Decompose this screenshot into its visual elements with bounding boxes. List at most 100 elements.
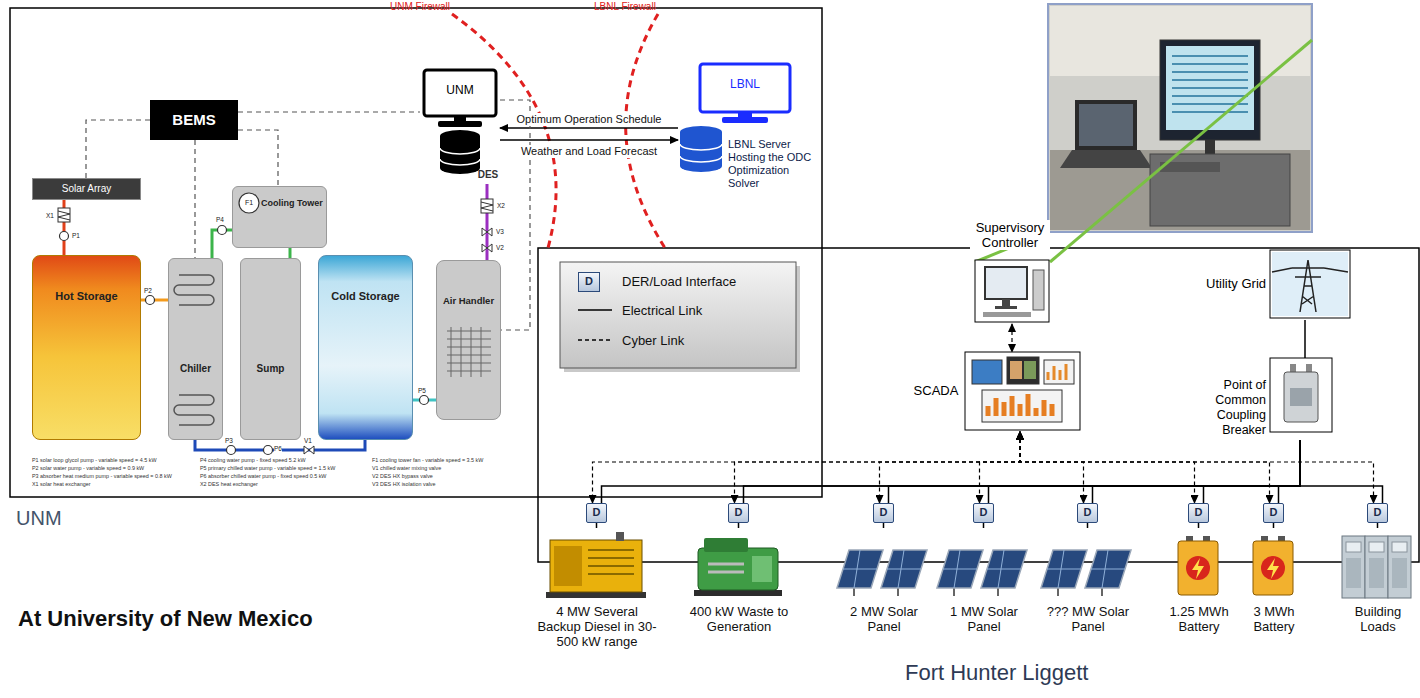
rect-shape (1044, 360, 1074, 384)
node-label: Point of Common Coupling Breaker (1170, 378, 1266, 438)
component-tag: P6 (274, 445, 282, 453)
legend-box (560, 262, 796, 368)
firewall-line (626, 14, 665, 248)
rect-shape (698, 548, 778, 590)
data-flow-arrow (500, 127, 678, 129)
equipment-note: V3 DES HX isolation valve (372, 481, 436, 487)
electrical-link (596, 523, 598, 528)
equipment-note: P3 absorber heat medium pump - variable … (32, 473, 172, 479)
component-tag: F1 (245, 199, 253, 207)
path-shape (843, 550, 877, 588)
node-label: 400 kW Waste to Generation (673, 604, 805, 634)
path-shape (708, 564, 744, 572)
component-tag: V1 (304, 437, 312, 445)
node-label: BEMS (150, 111, 238, 129)
rect-shape (965, 352, 1080, 430)
rect-shape (424, 70, 496, 116)
polygon-shape (937, 550, 983, 588)
circle-shape (420, 396, 429, 405)
component-tag: X2 (497, 202, 505, 210)
building-asset: Building Loads (1339, 528, 1417, 648)
equipment-note: P4 cooling water pump - fixed speed 5.2 … (200, 457, 305, 463)
legend-solid-sample (578, 309, 612, 311)
rect-shape (554, 546, 582, 586)
rect-shape (1079, 104, 1133, 146)
polygon-shape (881, 550, 927, 588)
electrical-link (1279, 440, 1301, 503)
rect-shape (616, 532, 624, 541)
electrical-link (1304, 320, 1306, 358)
polygon-shape (837, 550, 883, 588)
waste-asset: 400 kW Waste to Generation (673, 528, 805, 648)
electrical-link (1093, 440, 1301, 503)
node-label: 3 MWh Battery (1242, 604, 1306, 634)
supervisory-controller: Supervisory Controller (955, 220, 1065, 324)
node-label: 4 MW Several Backup Diesel in 30-500 kW … (535, 604, 659, 649)
node-label: D (874, 506, 893, 519)
server-database: LBNLLBNL Server Hosting the ODC Optimiza… (678, 62, 818, 200)
cyber-link (238, 130, 278, 186)
equipment-note: F1 cooling tower fan - variable speed = … (372, 457, 483, 463)
des-tag: DES (470, 166, 506, 184)
node-label: LBNL (700, 77, 790, 91)
rect-shape (1365, 536, 1388, 598)
node-label: D (974, 506, 993, 519)
component-tag: P2 (144, 287, 152, 295)
rect-shape (1270, 250, 1350, 318)
unm-panel (10, 8, 822, 497)
equipment-note: P2 solar water pump - variable speed = 0… (32, 465, 144, 471)
pcc-breaker: Point of Common Coupling Breaker (1170, 358, 1334, 440)
polygon-shape (1267, 558, 1279, 579)
path-shape (997, 588, 999, 596)
air-handler-unit: Air Handler (436, 260, 501, 420)
der-interface-box: D (1188, 503, 1209, 523)
computer-database: UNM (420, 66, 500, 176)
component-tag: P3 (225, 437, 233, 445)
cyber-link (1020, 432, 1270, 503)
cyber-link (1020, 432, 1084, 503)
node-label: SCADA (910, 383, 962, 399)
cyber-link (500, 100, 530, 330)
legend-text: DER/Load Interface (622, 274, 736, 289)
node-label: Cooling Tower (261, 198, 325, 209)
rect-shape (550, 540, 642, 592)
rect-shape (1284, 372, 1318, 422)
rect-shape (1388, 536, 1411, 598)
site-heading: Fort Hunter Liggett (905, 660, 1088, 686)
rect-shape (1346, 558, 1361, 588)
rect-shape (1048, 4, 1312, 232)
polygon-shape (482, 244, 492, 252)
electrical-link (983, 523, 985, 528)
rect-shape (1392, 558, 1407, 588)
node-label: D (1189, 506, 1208, 519)
path-shape (1057, 588, 1059, 596)
rect-shape (1392, 542, 1407, 552)
path-shape (853, 588, 855, 596)
cyber-link (880, 432, 1021, 503)
cyber-link (238, 111, 420, 112)
der-interface-box: D (1263, 503, 1284, 523)
equipment-note: X2 DES heat exchanger (200, 481, 258, 487)
rect-shape (1010, 361, 1022, 379)
legend-text: Electrical Link (622, 303, 702, 318)
rect-shape (983, 312, 1031, 317)
cyber-link (86, 120, 150, 178)
polygon-shape (482, 228, 492, 236)
rect-shape (1369, 558, 1384, 588)
cyber-link (1011, 324, 1012, 352)
rect-shape (694, 590, 782, 596)
rect-shape (1050, 150, 1310, 230)
solar-asset: ??? MW Solar Panel (1038, 528, 1138, 648)
component-tag: P5 (418, 387, 426, 395)
node-label: D (587, 506, 606, 519)
rect-shape (1033, 270, 1044, 310)
cyber-link (194, 140, 195, 258)
polygon-shape (981, 550, 1027, 588)
rect-shape (1342, 536, 1365, 598)
rect-shape (1272, 252, 1348, 316)
cooling-tower: Cooling Tower (232, 186, 327, 248)
node-label: Building Loads (1339, 604, 1417, 634)
node-label: 2 MW Solar Panel (835, 604, 933, 634)
node-label: Cold Storage (319, 290, 412, 303)
